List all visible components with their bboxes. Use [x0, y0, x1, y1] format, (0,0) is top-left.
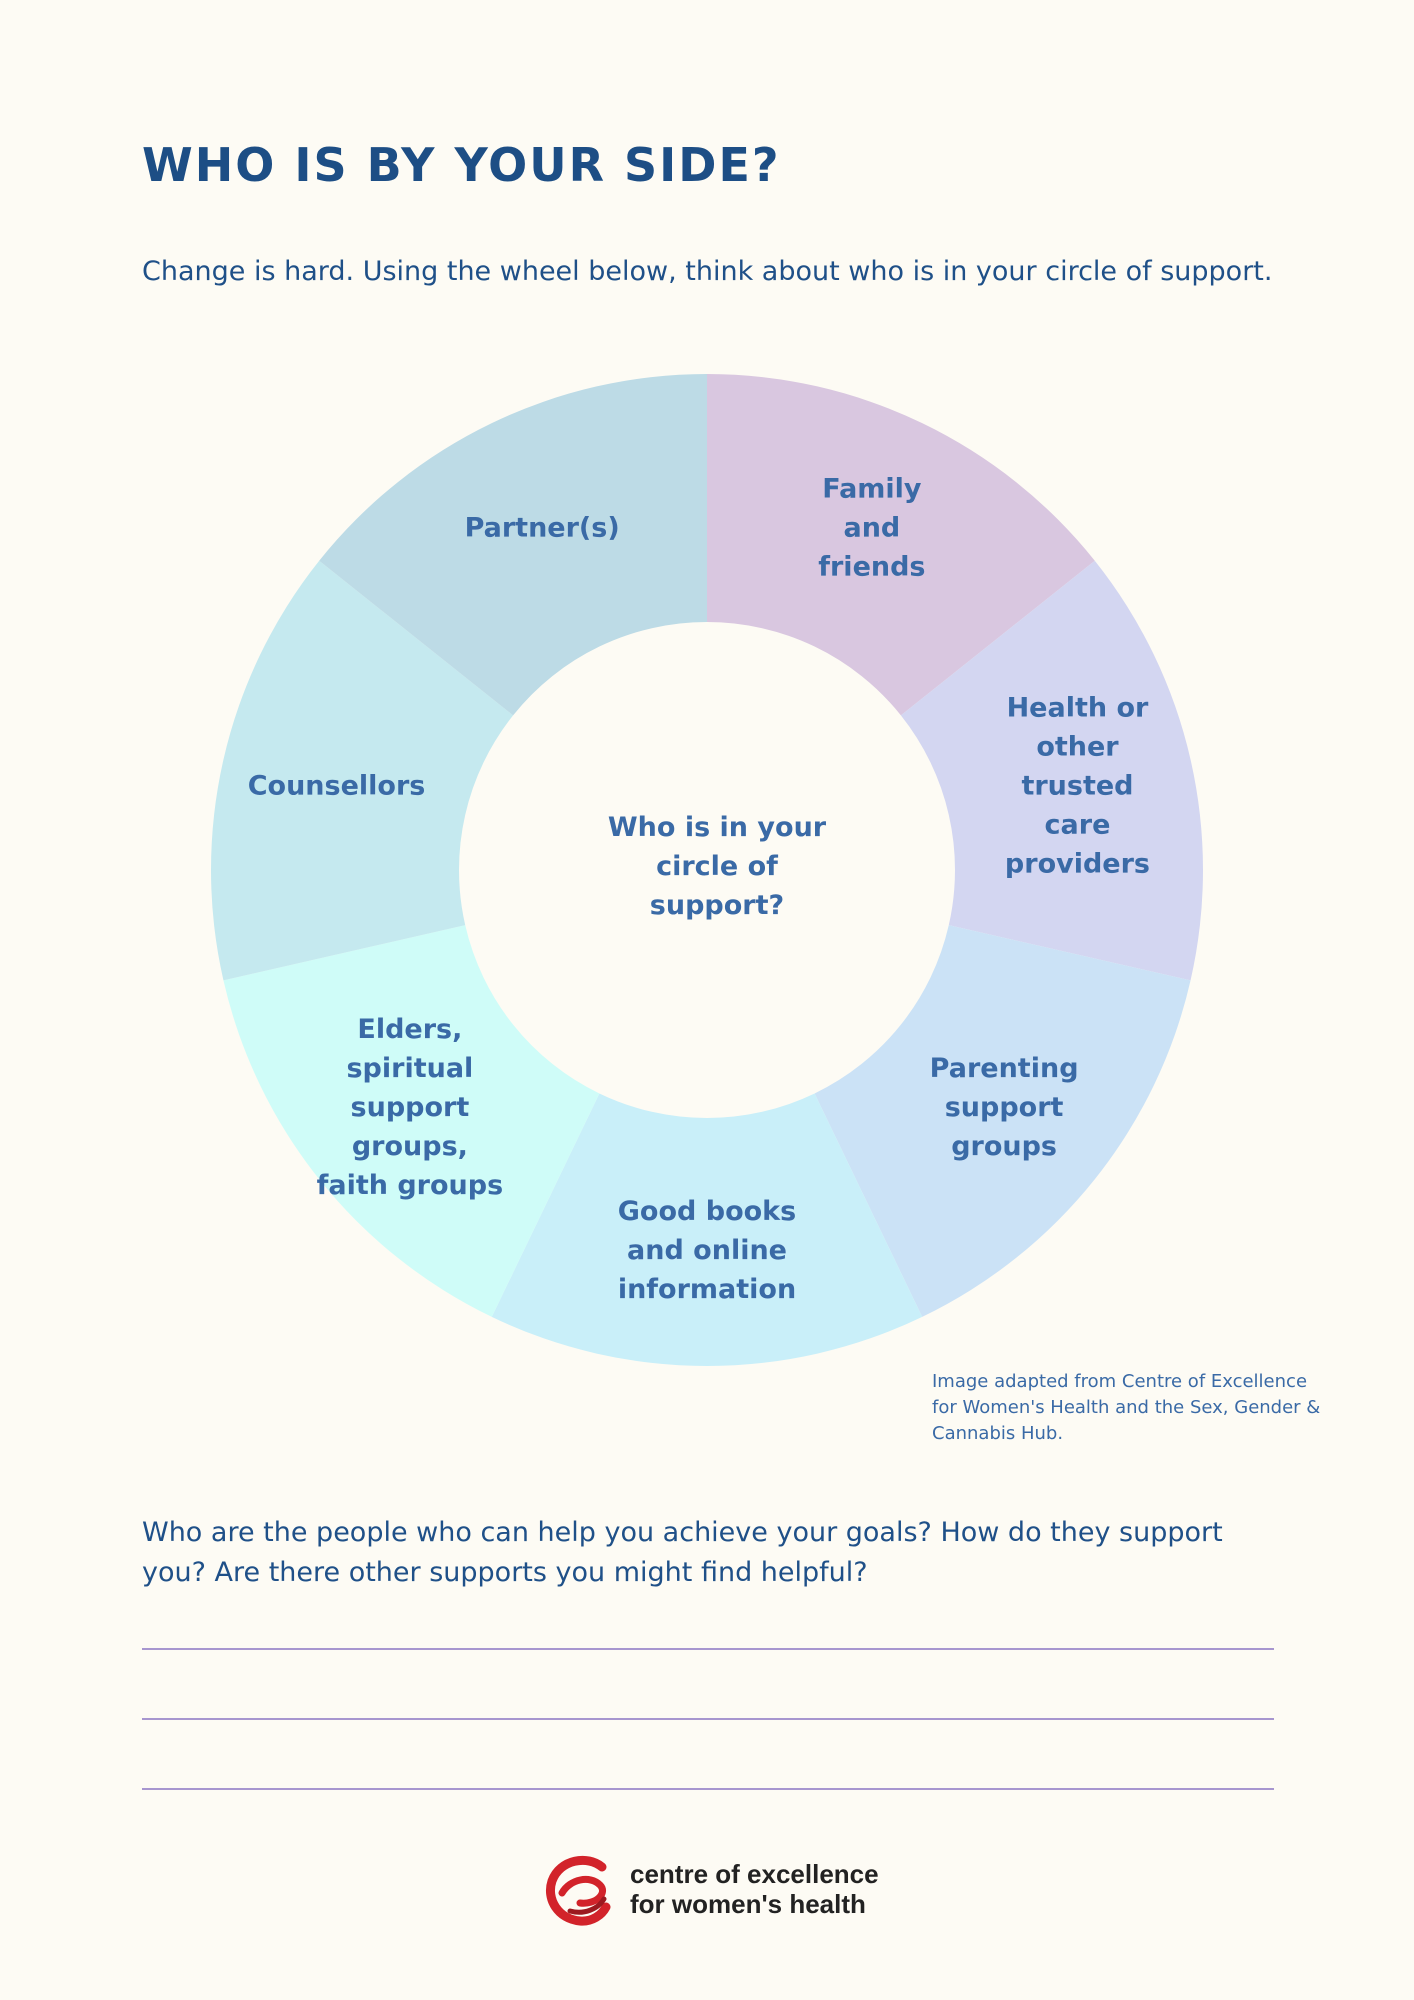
wheel-segment — [211, 560, 514, 981]
page-title: WHO IS BY YOUR SIDE? — [142, 138, 781, 192]
answer-line[interactable] — [142, 1648, 1274, 1650]
wheel-segment — [900, 560, 1203, 981]
wheel-segment — [223, 925, 600, 1317]
wheel-segment — [707, 374, 1095, 716]
logo-line-2: for women's health — [630, 1889, 866, 1919]
image-credit: Image adapted from Centre of Excellence … — [932, 1371, 1321, 1444]
wheel-segment-label: Partner(s) — [465, 513, 620, 544]
reflection-question: Who are the people who can help you achi… — [142, 1517, 1223, 1588]
wheel-segment-label: Counsellors — [248, 770, 426, 801]
wheel-segment — [319, 374, 707, 716]
logo-line-1: centre of excellence — [630, 1859, 879, 1889]
wheel-segment — [814, 925, 1191, 1317]
intro-text: Change is hard. Using the wheel below, t… — [142, 256, 1273, 287]
logo-text: centre of excellence for women's health — [630, 1859, 879, 1919]
answer-line[interactable] — [142, 1788, 1274, 1790]
logo-swirl-icon — [546, 1855, 611, 1926]
wheel-segment — [491, 1093, 923, 1366]
answer-line[interactable] — [142, 1718, 1274, 1720]
